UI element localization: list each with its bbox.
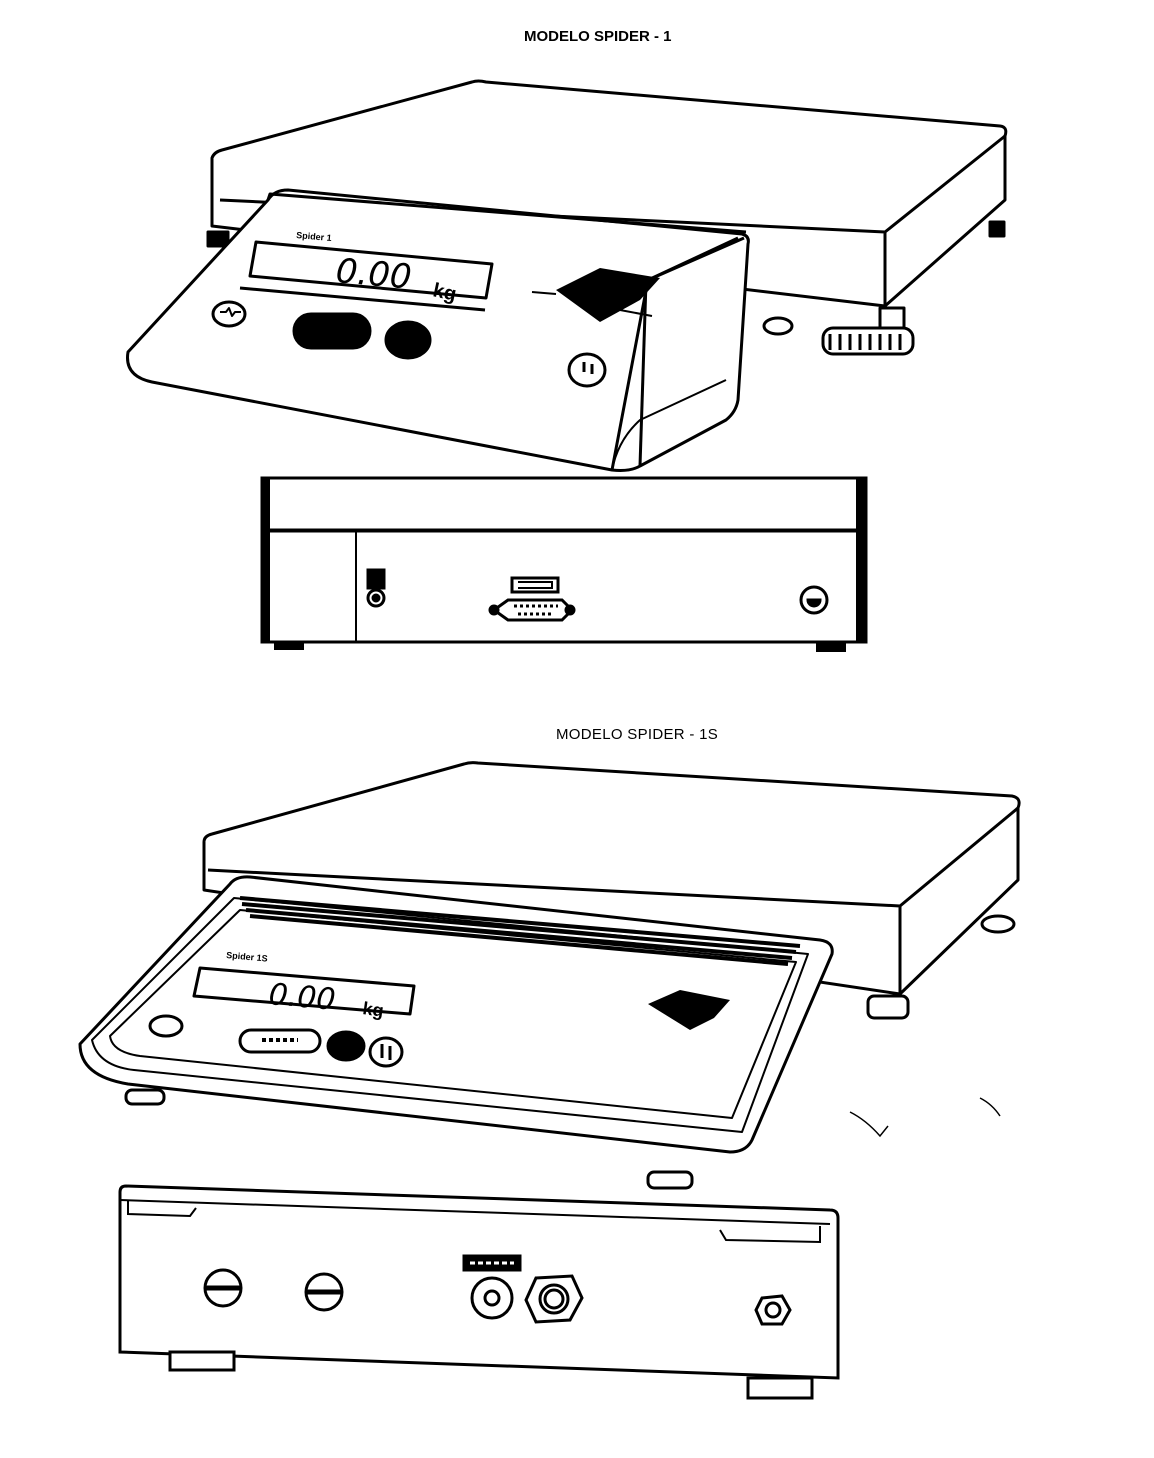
lcd-window	[192, 966, 416, 1016]
key-button	[148, 1014, 184, 1038]
panel-label: Spider 1	[296, 230, 332, 243]
hex-fitting	[754, 1294, 792, 1326]
key-button	[368, 1036, 404, 1068]
hex-connector	[524, 1274, 584, 1324]
lcd-unit: kg	[431, 279, 458, 305]
key-button	[384, 320, 432, 360]
lcd-reading: 0.00	[334, 251, 413, 297]
power-socket	[366, 588, 386, 608]
panel-label: Spider 1S	[226, 950, 268, 964]
lcd-window	[248, 240, 494, 300]
scale-spider-1-front	[126, 79, 1008, 472]
level-knob	[799, 585, 829, 615]
on-off-key	[567, 352, 607, 388]
voltage-label	[462, 1254, 522, 1272]
tare-key	[292, 312, 372, 350]
power-socket	[470, 1276, 514, 1320]
section-title-spider-1: MODELO SPIDER - 1	[524, 28, 672, 45]
power-switch	[366, 568, 386, 590]
logo-arrow	[556, 268, 660, 322]
scale-spider-1-rear	[260, 476, 868, 652]
lcd-reading: 0.00	[267, 977, 337, 1018]
scale-spider-1s-front	[78, 761, 1021, 1190]
logo-arrow	[648, 990, 730, 1030]
key-button	[326, 1030, 366, 1062]
key-button	[211, 300, 247, 328]
vent-slots	[239, 896, 801, 966]
scale-spider-1s-rear	[118, 1184, 840, 1400]
section-title-spider-1s: MODELO SPIDER - 1S	[556, 726, 719, 743]
rs232-connector	[491, 598, 575, 622]
lcd-unit: kg	[361, 998, 385, 1021]
leveling-foot	[762, 316, 794, 336]
